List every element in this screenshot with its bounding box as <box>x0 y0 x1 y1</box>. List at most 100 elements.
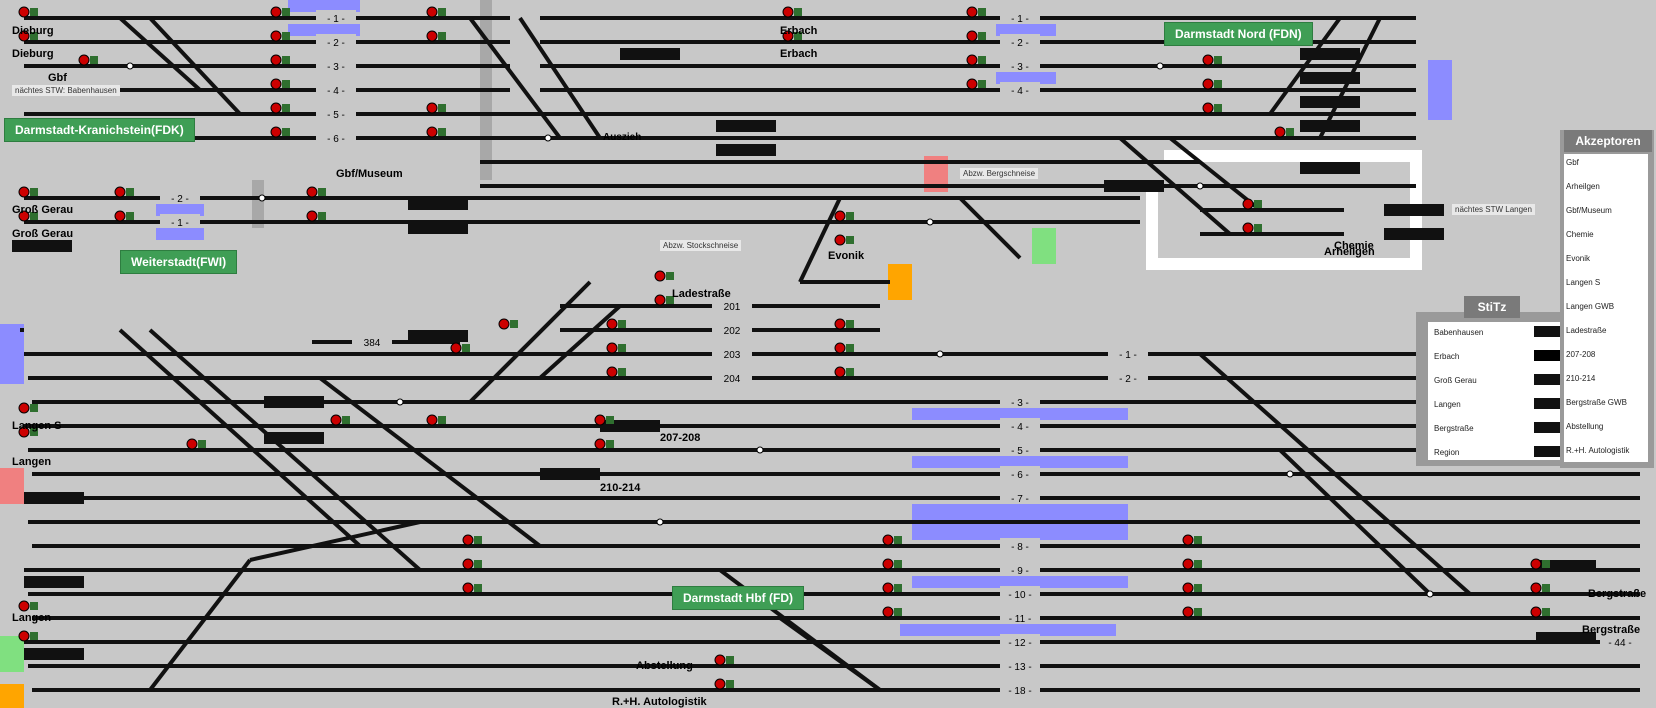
signal-lamp-green[interactable] <box>342 416 350 424</box>
signal-lamp-green[interactable] <box>30 188 38 196</box>
track-number-hbf[interactable]: - 6 - <box>1011 470 1029 481</box>
track-number-fwi[interactable]: - 2 - <box>171 194 189 205</box>
signal-lamp-green[interactable] <box>846 320 854 328</box>
signal-lamp-red[interactable] <box>330 414 342 426</box>
track-number-hbf[interactable]: - 1 - <box>1119 350 1137 361</box>
signal-lamp-green[interactable] <box>894 608 902 616</box>
signal-lamp-red[interactable] <box>1242 198 1254 210</box>
route-block[interactable] <box>1104 180 1164 192</box>
station-label-auszieh[interactable]: Auszieh <box>603 132 642 143</box>
akzeptor-item[interactable]: Arheilgen <box>1566 182 1600 191</box>
signal-lamp-green[interactable] <box>438 416 446 424</box>
signal-lamp-green[interactable] <box>846 236 854 244</box>
route-block[interactable] <box>24 492 84 504</box>
signal-lamp-red[interactable] <box>462 558 474 570</box>
signal-lamp-red[interactable] <box>882 606 894 618</box>
route-block[interactable] <box>1384 228 1444 240</box>
signal-lamp-green[interactable] <box>894 536 902 544</box>
signal-lamp-green[interactable] <box>282 80 290 88</box>
signal-lamp-green[interactable] <box>618 368 626 376</box>
signal-lamp-green[interactable] <box>510 320 518 328</box>
signal-lamp-green[interactable] <box>474 560 482 568</box>
signal-lamp-green[interactable] <box>1542 584 1550 592</box>
route-block[interactable] <box>24 576 84 588</box>
signal-lamp-red[interactable] <box>462 534 474 546</box>
route-block[interactable] <box>716 120 776 132</box>
track-number-fdn[interactable]: - 2 - <box>1011 38 1029 49</box>
track-number-north[interactable]: - 1 - <box>327 14 345 25</box>
station-label-erbach[interactable]: Erbach <box>780 48 818 60</box>
signal-lamp-red[interactable] <box>606 342 618 354</box>
switch-point[interactable] <box>396 398 404 406</box>
route-block[interactable] <box>1536 560 1596 572</box>
signal-lamp-green[interactable] <box>30 602 38 610</box>
signal-lamp-green[interactable] <box>846 344 854 352</box>
stitz-item[interactable]: Babenhausen <box>1434 328 1484 337</box>
station-label-chemie[interactable]: Chemie <box>1334 240 1374 252</box>
signal-lamp-green[interactable] <box>606 440 614 448</box>
signal-lamp-red[interactable] <box>270 102 282 114</box>
signal-lamp-green[interactable] <box>30 632 38 640</box>
route-block[interactable] <box>1300 72 1360 84</box>
signal-lamp-green[interactable] <box>1214 80 1222 88</box>
route-block[interactable] <box>1536 632 1596 644</box>
signal-lamp-green[interactable] <box>666 272 674 280</box>
signal-lamp-green[interactable] <box>318 212 326 220</box>
route-block[interactable] <box>12 240 72 252</box>
akzeptor-item[interactable]: Bergstraße GWB <box>1566 398 1627 407</box>
signal-lamp-green[interactable] <box>978 80 986 88</box>
signal-lamp-red[interactable] <box>186 438 198 450</box>
signal-lamp-green[interactable] <box>978 32 986 40</box>
track-number-hbf[interactable]: - 2 - <box>1119 374 1137 385</box>
akzeptor-item[interactable]: Langen GWB <box>1566 302 1615 311</box>
signal-lamp-red[interactable] <box>1274 126 1286 138</box>
route-block[interactable] <box>408 330 468 342</box>
station-label-abstellung[interactable]: Abstellung <box>636 660 693 672</box>
station-label-207-208[interactable]: 207-208 <box>660 432 701 444</box>
signal-lamp-red[interactable] <box>834 210 846 222</box>
track-number-fdn[interactable]: - 1 - <box>1011 14 1029 25</box>
signal-lamp-green[interactable] <box>30 428 38 436</box>
signal-lamp-green[interactable] <box>438 8 446 16</box>
signal-lamp-green[interactable] <box>30 404 38 412</box>
signal-lamp-red[interactable] <box>834 234 846 246</box>
akzeptor-item[interactable]: Evonik <box>1566 254 1591 263</box>
route-block[interactable] <box>620 48 680 60</box>
station-label-ladestrasse[interactable]: Ladestraße <box>672 288 731 300</box>
switch-point[interactable] <box>1156 62 1164 70</box>
signal-lamp-red[interactable] <box>1182 558 1194 570</box>
signal-lamp-green[interactable] <box>282 128 290 136</box>
switch-point[interactable] <box>656 518 664 526</box>
akzeptor-item[interactable]: Abstellung <box>1566 422 1604 431</box>
signal-lamp-green[interactable] <box>282 104 290 112</box>
signal-lamp-green[interactable] <box>1194 560 1202 568</box>
station-label-gross-gerau[interactable]: Groß Gerau <box>12 228 74 240</box>
signal-lamp-red[interactable] <box>498 318 510 330</box>
signal-lamp-green[interactable] <box>794 8 802 16</box>
track-number-hbf[interactable]: - 4 - <box>1011 422 1029 433</box>
route-block[interactable] <box>264 432 324 444</box>
signal-lamp-red[interactable] <box>1242 222 1254 234</box>
station-label-arheilgen[interactable]: Arheilgen <box>1324 246 1375 258</box>
signal-lamp-green[interactable] <box>126 188 134 196</box>
akzeptor-item[interactable]: R.+H. Autologistik <box>1566 446 1630 455</box>
track-number-hbf[interactable]: - 5 - <box>1011 446 1029 457</box>
signal-lamp-green[interactable] <box>474 584 482 592</box>
signal-lamp-red[interactable] <box>1202 102 1214 114</box>
stitz-item[interactable]: Langen <box>1434 400 1461 409</box>
signal-lamp-green[interactable] <box>846 212 854 220</box>
signal-lamp-red[interactable] <box>18 630 30 642</box>
signal-lamp-red[interactable] <box>426 30 438 42</box>
signal-lamp-green[interactable] <box>30 32 38 40</box>
signal-lamp-green[interactable] <box>474 536 482 544</box>
track-number-hbf[interactable]: - 3 - <box>1011 398 1029 409</box>
signal-lamp-green[interactable] <box>1214 104 1222 112</box>
switch-point[interactable] <box>1286 470 1294 478</box>
track-number-north[interactable]: - 6 - <box>327 134 345 145</box>
signal-lamp-red[interactable] <box>18 402 30 414</box>
signal-lamp-green[interactable] <box>282 56 290 64</box>
track-number-hbf[interactable]: - 9 - <box>1011 566 1029 577</box>
track-number-hbf[interactable]: - 18 - <box>1008 686 1031 697</box>
signal-lamp-red[interactable] <box>834 342 846 354</box>
signal-lamp-red[interactable] <box>1182 582 1194 594</box>
